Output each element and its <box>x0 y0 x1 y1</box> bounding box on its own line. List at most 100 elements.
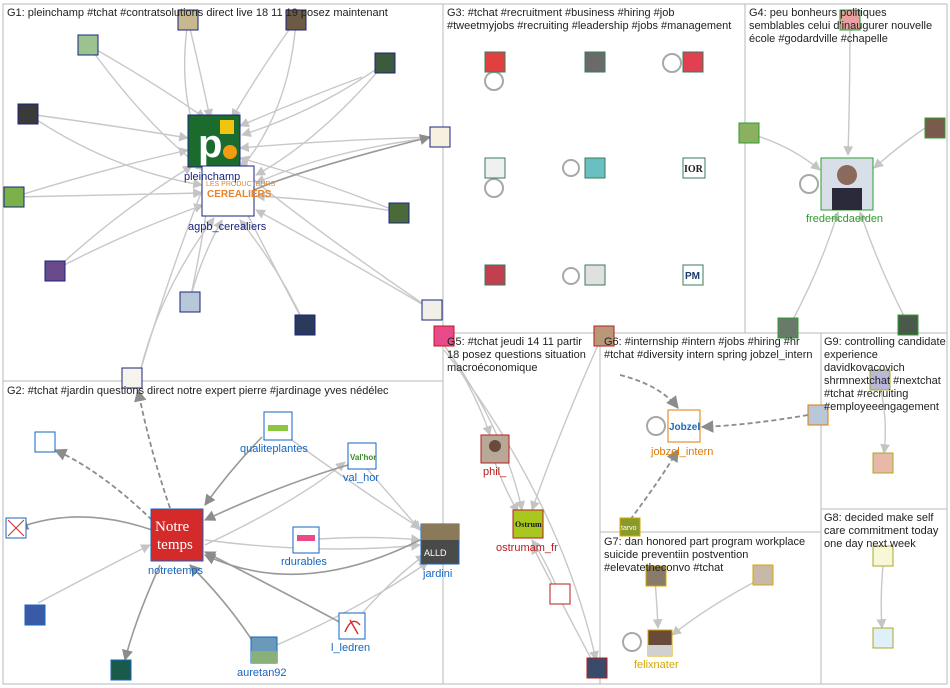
g3-avatars <box>484 51 704 286</box>
avatar-g8-2 <box>872 627 894 649</box>
panel-g6 <box>599 332 822 533</box>
avatar-g5-2 <box>593 325 615 347</box>
g2-avatars <box>5 431 132 681</box>
avatar-g1-10 <box>179 291 201 313</box>
label-qualiteplantes: qualiteplantes <box>240 443 308 455</box>
label-l_ledren: l_ledren <box>331 642 370 654</box>
avatar-g1-2 <box>177 9 199 31</box>
label-notretemps: notretemps <box>148 565 204 577</box>
group-panels <box>2 3 948 685</box>
avatar-g4-3 <box>924 117 946 139</box>
g1-avatars <box>3 9 451 389</box>
label-jardini: jardini <box>422 568 452 580</box>
edges-g7 <box>652 577 763 636</box>
label-ostrumam_fr: ostrumam_fr <box>496 542 558 554</box>
node-ostrumam_fr[interactable]: Ostrum <box>512 509 544 539</box>
node-l_ledren[interactable] <box>338 612 366 640</box>
ostrum-logo-text: Ostrum <box>515 520 542 529</box>
avatar-g3-7 <box>584 264 606 286</box>
avatar-g1-11 <box>294 314 316 336</box>
avatar-g5-3 <box>549 583 571 605</box>
label-phil_: phil_ <box>483 466 507 478</box>
label-val_hor: val_hor <box>343 472 379 484</box>
avatar-g3-1 <box>484 51 506 73</box>
avatar-g9-2 <box>872 452 894 474</box>
avatar-g1-12 <box>421 299 443 321</box>
avatar-g1-9 <box>388 202 410 224</box>
group-title-g7: G7: dan honored part program workplace s… <box>604 536 806 574</box>
avatar-g4-1 <box>839 9 861 31</box>
avatar-g1-6 <box>3 186 25 208</box>
avatar-g1-5 <box>17 103 39 125</box>
node-auretan92[interactable] <box>250 636 278 664</box>
edges-g6-self <box>646 416 666 436</box>
group-title-g9: G9: controlling candidate experience dav… <box>824 336 946 413</box>
jobzel-logo-text: Jobzel <box>669 422 700 433</box>
node-notretemps[interactable]: Notre temps <box>150 508 204 562</box>
avatar-g2-3 <box>24 604 46 626</box>
edges-g2-strong <box>16 436 421 662</box>
avatar-g2-4 <box>110 659 132 681</box>
label-pleinchamp: pleinchamp <box>184 171 240 183</box>
avatar-g7-1 <box>645 565 667 587</box>
label-rdurables: rdurables <box>281 556 327 568</box>
ior-logo-text: IOR <box>684 164 704 175</box>
avatar-g4-4 <box>777 317 799 339</box>
avatar-g5-1 <box>433 325 455 347</box>
edges-g6-dashed <box>619 374 809 521</box>
avatar-g7-2 <box>752 564 774 586</box>
label-fredericdaerden: fredericdaerden <box>806 213 883 225</box>
node-felixnater[interactable] <box>647 629 673 657</box>
avatar-g1-1 <box>77 34 99 56</box>
edges-g3 <box>484 53 682 285</box>
g7-avatars <box>645 564 774 587</box>
panel-g8 <box>820 508 948 685</box>
avatar-g3-6 <box>484 264 506 286</box>
avatar-g3-4 <box>484 157 506 179</box>
node-pm-logo: PM <box>682 264 704 286</box>
cerealiers-logo-text: CEREALIERS <box>207 189 272 200</box>
node-val_hor[interactable]: Val'hor <box>347 442 377 470</box>
label-auretan92: auretan92 <box>237 667 287 679</box>
tarvo-logo-text: tarvo <box>621 525 637 532</box>
avatar-g6-1 <box>807 404 829 426</box>
g8-g9-avatars <box>869 369 894 649</box>
group-title-g5: G5: #tchat jeudi 14 11 partir 18 posez q… <box>447 336 586 374</box>
label-agpb_cerealiers: agpb_cerealiers <box>188 221 267 233</box>
avatar-g1-13 <box>121 367 143 389</box>
avatar-g5-4 <box>586 657 608 679</box>
label-felixnater: felixnater <box>634 659 679 671</box>
avatar-g4-2 <box>738 122 760 144</box>
notre-temps-logo-line2: temps <box>157 537 193 553</box>
node-qualiteplantes[interactable] <box>263 411 293 441</box>
valhor-logo-text: Val'hor <box>350 453 376 462</box>
group-title-g4: G4: peu bonheurs politiques semblables c… <box>749 7 933 45</box>
node-tarvo-logo: tarvo <box>619 517 641 537</box>
label-jobzel_intern: jobzel_intern <box>650 446 713 458</box>
node-agpb_cerealiers[interactable]: LES PRODUCTEURS CEREALIERS <box>201 165 276 217</box>
edges-g4-self <box>799 174 819 194</box>
group-title-g8: G8: decided make self care commitment to… <box>824 512 939 550</box>
node-labels: pleinchamp agpb_cerealiers notretemps qu… <box>148 171 883 679</box>
node-pleinchamp[interactable]: p <box>187 114 241 168</box>
node-phil_[interactable] <box>480 434 510 464</box>
group-title-g2: G2: #tchat #jardin questions direct notr… <box>7 385 389 397</box>
g4-avatars <box>738 9 946 339</box>
edges-g7-self <box>622 632 642 652</box>
g5-avatars <box>433 325 615 679</box>
jardini-photo-text: ALLD <box>424 548 447 558</box>
avatar-g1-3 <box>285 9 307 31</box>
pleinchamp-logo-p: p <box>198 122 222 166</box>
edges-g1-strong <box>253 134 432 191</box>
node-jobzel_intern[interactable]: Jobzel <box>667 409 701 443</box>
g6-avatars <box>807 404 829 426</box>
avatar-g4-5 <box>897 314 919 336</box>
avatar-g2-1 <box>34 431 56 453</box>
edges-g8-g9 <box>876 385 890 629</box>
cerealiers-logo-top: LES PRODUCTEURS <box>206 181 276 188</box>
avatar-g8-1 <box>872 545 894 567</box>
node-rdurables[interactable] <box>292 526 320 554</box>
node-jardini[interactable]: ALLD <box>420 523 460 565</box>
node-fredericdaerden[interactable] <box>820 157 874 211</box>
